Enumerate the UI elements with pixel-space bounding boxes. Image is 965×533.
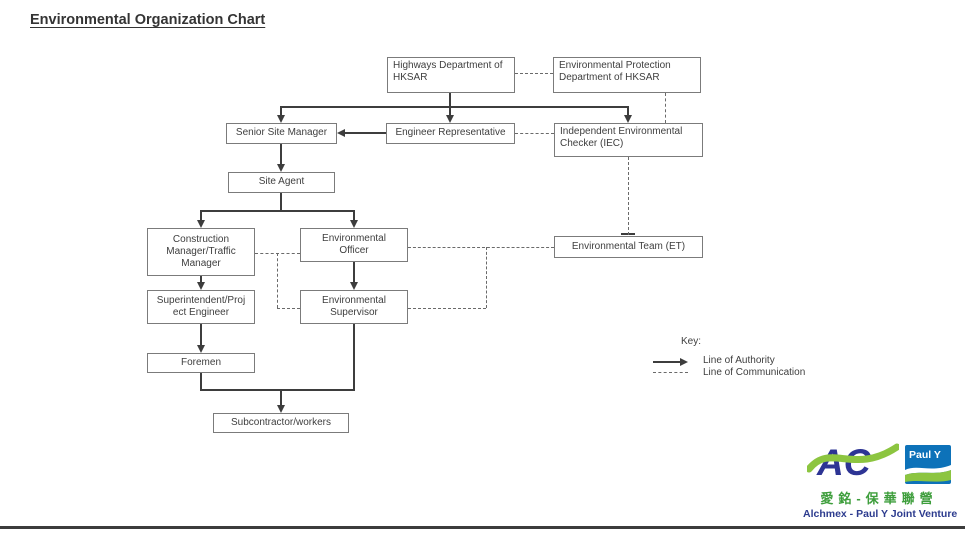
page-title: Environmental Organization Chart	[30, 12, 266, 28]
connector-line	[280, 106, 282, 116]
connector-line	[200, 210, 355, 212]
legend-arrowhead	[680, 358, 688, 366]
company-logo: AC Paul Y 愛銘-保華聯營 Alchmex - Paul Y Joint…	[803, 436, 958, 520]
node-engineer-representative: Engineer Representative	[386, 123, 515, 144]
connector-line	[280, 193, 282, 212]
dashed-connector	[665, 93, 666, 123]
dashed-connector	[408, 308, 486, 309]
legend-communication-label: Line of Communication	[703, 367, 806, 378]
arrowhead	[277, 164, 285, 172]
arrowhead	[197, 345, 205, 353]
connector-line	[353, 324, 355, 391]
node-construction-manager: Construction Manager/Traffic Manager	[147, 228, 255, 276]
arrowhead	[337, 129, 345, 137]
connector-line	[343, 132, 386, 134]
arrowhead	[277, 115, 285, 123]
node-superintendent-project-engineer: Superintendent/Proj ect Engineer	[147, 290, 255, 324]
connector-line	[200, 276, 202, 283]
connector-line	[449, 93, 451, 107]
dashed-connector	[515, 133, 554, 134]
logo-marks: AC Paul Y	[803, 436, 955, 484]
dashed-connector	[277, 308, 300, 309]
connector-line	[200, 210, 202, 221]
connector-line	[449, 106, 451, 116]
connector-line	[353, 210, 355, 221]
dashed-connector	[408, 247, 554, 248]
legend-communication-line	[653, 372, 688, 373]
node-environmental-team: Environmental Team (ET)	[554, 236, 703, 258]
bottom-border-bar	[0, 526, 965, 529]
arrowhead	[197, 220, 205, 228]
node-environmental-protection-department: Environmental Protection Department of H…	[553, 57, 701, 93]
pauly-wave-green	[905, 470, 951, 482]
pauly-label: Paul Y	[909, 449, 941, 461]
arrowhead	[277, 405, 285, 413]
connector-line	[280, 106, 629, 108]
connector-line	[200, 389, 355, 391]
logo-english-name: Alchmex - Paul Y Joint Venture	[803, 508, 958, 520]
connector-line	[353, 262, 355, 283]
node-independent-environmental-checker: Independent Environmental Checker (IEC)	[554, 123, 703, 157]
arrowhead	[624, 115, 632, 123]
node-environmental-officer: Environmental Officer	[300, 228, 408, 262]
node-site-agent: Site Agent	[228, 172, 335, 193]
pauly-logo-icon: Paul Y	[905, 445, 951, 484]
node-subcontractor-workers: Subcontractor/workers	[213, 413, 349, 433]
connector-line	[200, 373, 202, 391]
dashed-connector	[515, 73, 553, 74]
dashed-connector	[628, 157, 629, 235]
legend-heading: Key:	[681, 336, 702, 347]
node-foremen: Foremen	[147, 353, 255, 373]
legend-authority-line	[653, 361, 681, 363]
arrowhead	[446, 115, 454, 123]
arrowhead	[350, 220, 358, 228]
node-highways-department: Highways Department of HKSAR	[387, 57, 515, 93]
aic-swoosh	[807, 443, 899, 473]
legend-authority-label: Line of Authority	[703, 355, 775, 366]
connector-line	[627, 106, 629, 116]
logo-chinese-name: 愛銘-保華聯營	[820, 491, 938, 506]
dashed-connector	[486, 247, 487, 308]
aic-logo-icon: AC	[807, 442, 899, 483]
dashed-connector	[277, 253, 278, 308]
arrowhead	[350, 282, 358, 290]
node-senior-site-manager: Senior Site Manager	[226, 123, 337, 144]
arrowhead	[197, 282, 205, 290]
node-environmental-supervisor: Environmental Supervisor	[300, 290, 408, 324]
pauly-wave-white	[905, 465, 951, 475]
connector-line	[280, 389, 282, 406]
connector-line	[280, 144, 282, 165]
connector-line	[200, 324, 202, 346]
